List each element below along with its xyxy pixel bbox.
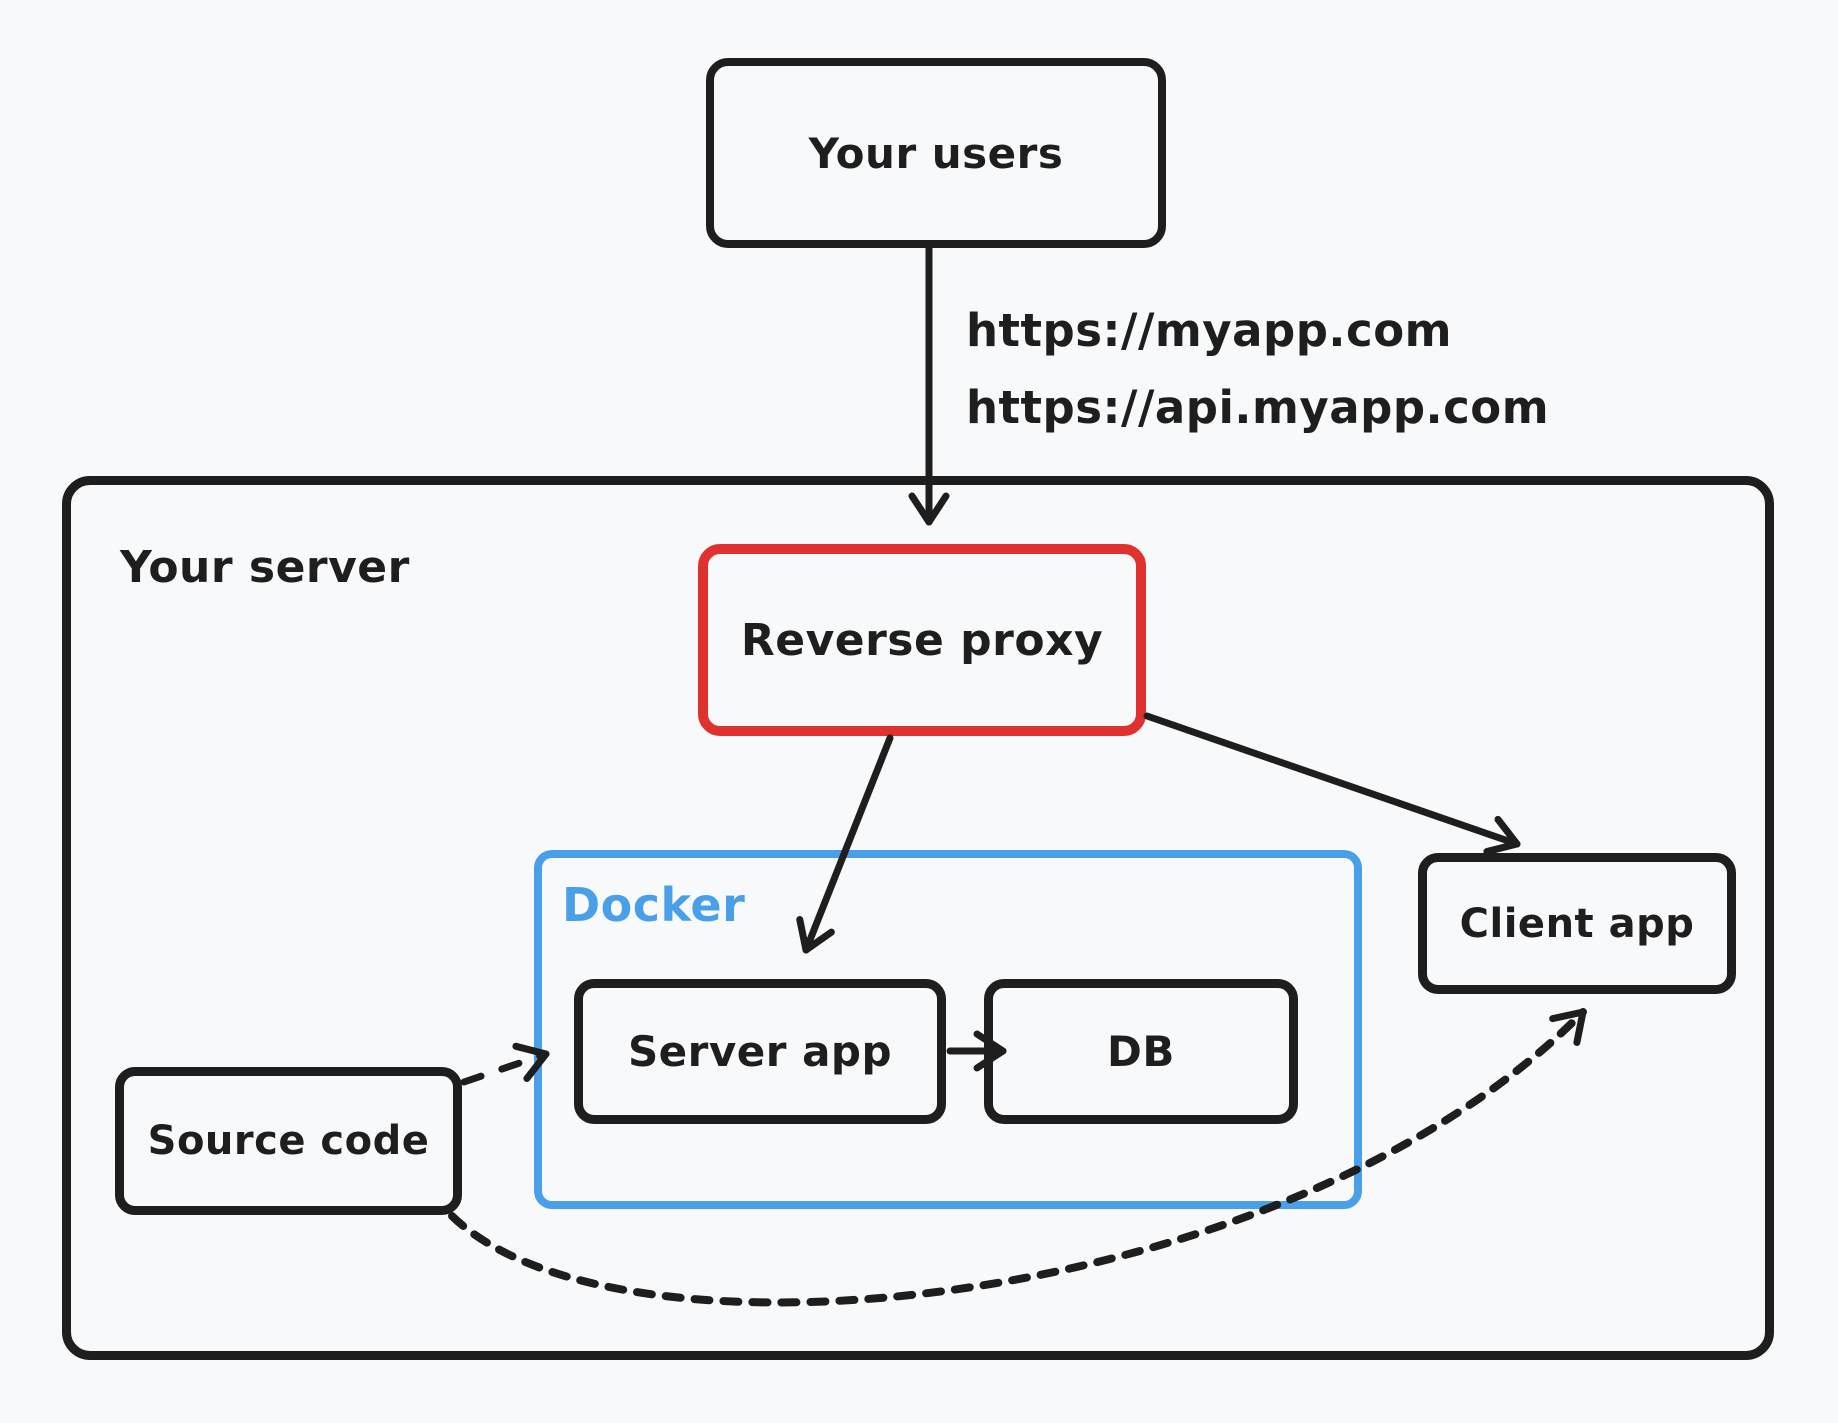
server-app-label: Server app bbox=[627, 1027, 893, 1076]
node-reverse-proxy: Reverse proxy bbox=[698, 544, 1146, 736]
your-users-label: Your users bbox=[808, 128, 1064, 178]
node-db: DB bbox=[984, 979, 1298, 1124]
your-server-label: Your server bbox=[120, 542, 410, 593]
node-source-code: Source code bbox=[115, 1067, 462, 1215]
url-label-myapp: https://myapp.com bbox=[966, 304, 1453, 357]
source-code-label: Source code bbox=[147, 1118, 430, 1164]
edge-url-labels: https://myapp.com https://api.myapp.com bbox=[966, 292, 1549, 446]
url-label-api-myapp: https://api.myapp.com bbox=[966, 381, 1550, 434]
node-your-server bbox=[62, 476, 1774, 1360]
db-label: DB bbox=[1107, 1027, 1175, 1076]
node-client-app: Client app bbox=[1418, 853, 1736, 994]
docker-label: Docker bbox=[562, 878, 746, 932]
node-server-app: Server app bbox=[574, 979, 946, 1124]
client-app-label: Client app bbox=[1459, 900, 1695, 947]
node-your-users: Your users bbox=[706, 58, 1166, 248]
reverse-proxy-label: Reverse proxy bbox=[740, 614, 1104, 666]
